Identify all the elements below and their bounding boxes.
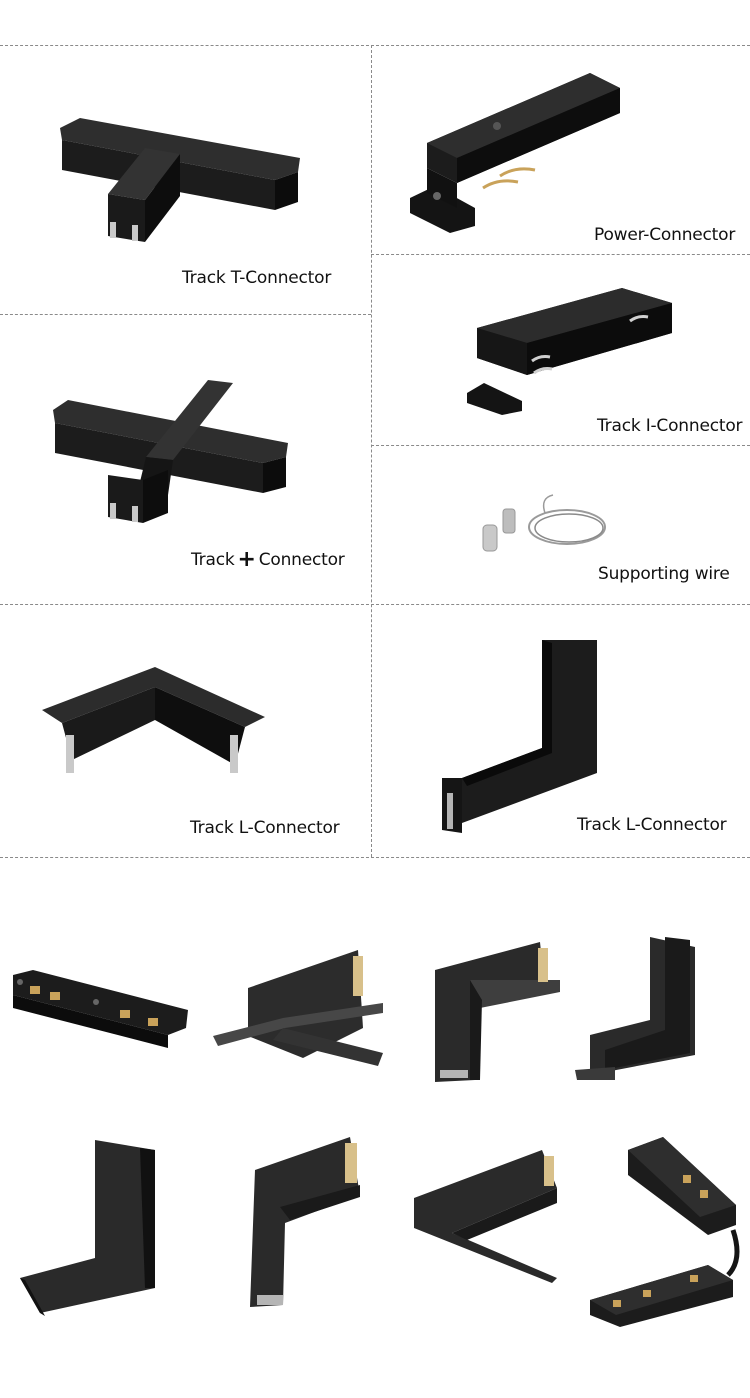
l-connector-right-image (442, 640, 597, 833)
supporting-wire-image (482, 494, 606, 552)
plus-symbol: + (237, 547, 256, 572)
l-connector-left-image (42, 667, 265, 773)
i-connector-image (467, 288, 672, 415)
label-t-connector: Track T-Connector (182, 268, 332, 288)
divider-right-1 (371, 254, 750, 255)
plus-connector-image (53, 380, 288, 523)
divider-bottom (0, 857, 750, 858)
label-l-connector-right: Track L-Connector (577, 815, 727, 835)
label-supporting-wire: Supporting wire (598, 564, 730, 584)
divider-mid (0, 604, 750, 605)
power-connector-image (410, 73, 620, 233)
label-plus-suffix: Connector (258, 550, 345, 570)
divider-top (0, 45, 750, 46)
divider-center (371, 45, 372, 857)
label-plus-prefix: Track (191, 550, 235, 570)
gallery-flexible-connector-image (590, 1137, 740, 1327)
gallery-power-strip-image (13, 970, 188, 1048)
gallery-l-corner-1-image (435, 942, 560, 1082)
t-connector-image (60, 118, 300, 242)
gallery-l-corner-3-image (250, 1137, 360, 1307)
label-power-connector: Power-Connector (594, 225, 736, 245)
label-plus-connector: Track+Connector (191, 546, 345, 572)
gallery-l-flat-2-image (20, 1140, 155, 1316)
label-l-connector-left: Track L-Connector (190, 818, 340, 838)
divider-right-2 (371, 445, 750, 446)
gallery-l-flat-3-image (414, 1150, 557, 1283)
gallery-l-flat-1-image (213, 950, 383, 1066)
label-i-connector: Track I-Connector (597, 416, 743, 436)
divider-left-1 (0, 314, 371, 315)
gallery-l-corner-2-image (575, 937, 695, 1080)
